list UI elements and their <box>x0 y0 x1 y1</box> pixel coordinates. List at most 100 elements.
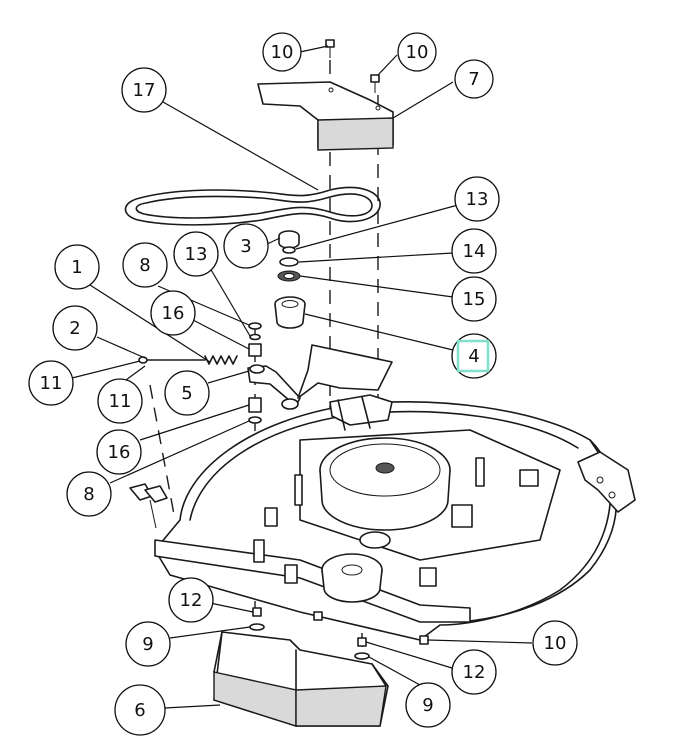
svg-text:6: 6 <box>134 700 145 721</box>
callout-c18: 16 <box>96 429 142 475</box>
callout-c14: 4 <box>451 333 497 379</box>
callout-c1: 10 <box>262 32 302 72</box>
bottom-cover-edges <box>213 631 387 691</box>
front-bracket <box>144 485 168 503</box>
svg-text:12: 12 <box>180 590 203 611</box>
callout-c20: 12 <box>168 577 214 623</box>
leader-c7 <box>298 252 454 263</box>
tensioner-bracket <box>329 394 393 426</box>
callout-c13: 2 <box>52 305 98 351</box>
leader-c12 <box>192 319 250 350</box>
small-pulley-body <box>321 569 383 603</box>
callout-c23: 12 <box>451 649 497 695</box>
leader-c24 <box>164 704 221 709</box>
idler-pulley <box>359 531 391 549</box>
deck-stud <box>419 567 437 587</box>
svg-text:10: 10 <box>406 42 429 63</box>
leader-c17 <box>207 370 250 384</box>
top-bracket-face <box>317 117 394 151</box>
leader-c10 <box>299 275 454 298</box>
main-pulley-groove <box>329 443 441 497</box>
svg-text:15: 15 <box>463 289 486 310</box>
main-pulley-hub <box>375 462 395 474</box>
svg-text:14: 14 <box>463 241 486 262</box>
washer-9-right <box>354 652 370 660</box>
bottom-cover-face-right <box>295 685 387 727</box>
tensioner-arms <box>337 396 371 431</box>
deck-bracket <box>519 469 539 487</box>
top-bracket-part-7 <box>257 39 394 151</box>
bushing-16-bottom <box>248 397 262 413</box>
svg-text:9: 9 <box>142 634 153 655</box>
nut-10-bottom <box>419 635 429 645</box>
svg-text:10: 10 <box>544 633 567 654</box>
deck-bracket <box>451 504 473 528</box>
deck-stud <box>294 474 303 506</box>
small-pulley-hub <box>341 564 363 576</box>
spring-assembly <box>138 355 238 365</box>
bottom-cover-part-6 <box>213 631 389 727</box>
svg-text:13: 13 <box>466 189 489 210</box>
bolt-12-right <box>357 637 367 647</box>
callout-c11: 1 <box>54 244 100 290</box>
callout-c3: 7 <box>454 59 494 99</box>
svg-text:1: 1 <box>71 257 82 278</box>
spindle-stack <box>274 230 306 329</box>
nut-deck <box>313 611 323 621</box>
callout-c22: 10 <box>532 620 578 666</box>
bracket-hole <box>328 87 334 93</box>
callout-c10: 15 <box>451 276 497 322</box>
callout-c8: 8 <box>122 242 168 288</box>
callout-c24: 6 <box>114 684 166 736</box>
pulley-part-4-bore <box>281 300 299 308</box>
callout-c5: 13 <box>454 176 500 222</box>
svg-text:17: 17 <box>133 80 156 101</box>
callout-c17: 5 <box>164 370 210 416</box>
svg-text:9: 9 <box>422 695 433 716</box>
svg-text:8: 8 <box>139 255 150 276</box>
washer-13-left <box>249 333 261 341</box>
hitch-hole <box>608 491 616 499</box>
leader-c11 <box>89 284 211 363</box>
deck-stud <box>284 564 298 584</box>
leader-c21 <box>169 626 251 639</box>
pivot-stack <box>247 322 301 424</box>
svg-text:11: 11 <box>40 373 63 394</box>
belt-inner <box>135 193 373 219</box>
bearing-bore <box>283 273 295 279</box>
bolt-10-b <box>370 74 380 83</box>
leader-c2 <box>377 54 398 76</box>
callout-c12: 16 <box>150 290 196 336</box>
bushing-16-top <box>248 343 262 357</box>
leader-c22 <box>427 639 533 644</box>
washer-8-bottom <box>248 416 262 424</box>
svg-text:11: 11 <box>109 391 132 412</box>
lower-hardware <box>249 607 429 660</box>
rear-hitch <box>577 451 636 513</box>
clip-part-14 <box>279 257 299 267</box>
svg-text:8: 8 <box>83 484 94 505</box>
leader-c23 <box>365 641 453 669</box>
idler-plate <box>297 344 393 399</box>
front-bracket-pin <box>149 499 157 529</box>
mower-deck <box>129 344 636 641</box>
callout-c6: 3 <box>223 223 269 269</box>
bolt-12-left <box>252 607 262 617</box>
svg-text:4: 4 <box>468 346 479 367</box>
leader-c19 <box>109 420 250 484</box>
callout-c9: 13 <box>173 231 219 277</box>
svg-text:2: 2 <box>69 318 80 339</box>
callout-c16: 11 <box>97 378 143 424</box>
svg-text:3: 3 <box>240 236 251 257</box>
svg-text:16: 16 <box>162 303 185 324</box>
nut-part-11 <box>138 356 148 364</box>
svg-text:16: 16 <box>108 442 131 463</box>
leader-c5 <box>295 204 459 250</box>
callout-c4: 17 <box>121 67 167 113</box>
svg-text:13: 13 <box>185 244 208 265</box>
drive-belt-part-17 <box>124 186 381 226</box>
washer-9-left <box>249 623 265 631</box>
leader-c18 <box>139 404 250 441</box>
